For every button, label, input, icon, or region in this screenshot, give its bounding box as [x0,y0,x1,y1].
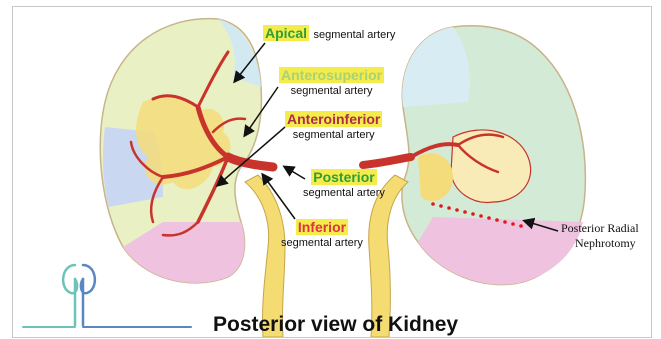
label-anterosuperior-sub: segmental artery [279,85,384,97]
label-anteroinferior-sub: segmental artery [285,129,382,141]
label-nephrotomy-line1: Posterior Radial [561,221,639,236]
right-kidney [402,26,585,285]
label-nephrotomy-line2: Nephrotomy [561,236,639,251]
label-anteroinferior: Anteroinferior segmental artery [285,111,382,141]
label-inferior: Inferior segmental artery [281,219,363,249]
label-posterior-name: Posterior [311,169,376,185]
label-apical-suffix: segmental artery [313,29,395,41]
label-posterior: Posterior segmental artery [303,169,385,199]
label-nephrotomy: Posterior Radial Nephrotomy [561,221,639,251]
diagram-frame: Apical segmental artery Anterosuperior s… [12,6,652,338]
label-inferior-sub: segmental artery [281,237,363,249]
label-anteroinferior-name: Anteroinferior [285,111,382,127]
page-title: Posterior view of Kidney [213,313,458,337]
label-anterosuperior-name: Anterosuperior [279,67,384,83]
left-kidney [100,19,261,283]
label-apical-name: Apical [263,25,309,41]
label-posterior-sub: segmental artery [303,187,385,199]
label-apical: Apical segmental artery [263,25,395,43]
label-inferior-name: Inferior [296,219,348,235]
label-anterosuperior: Anterosuperior segmental artery [279,67,384,97]
